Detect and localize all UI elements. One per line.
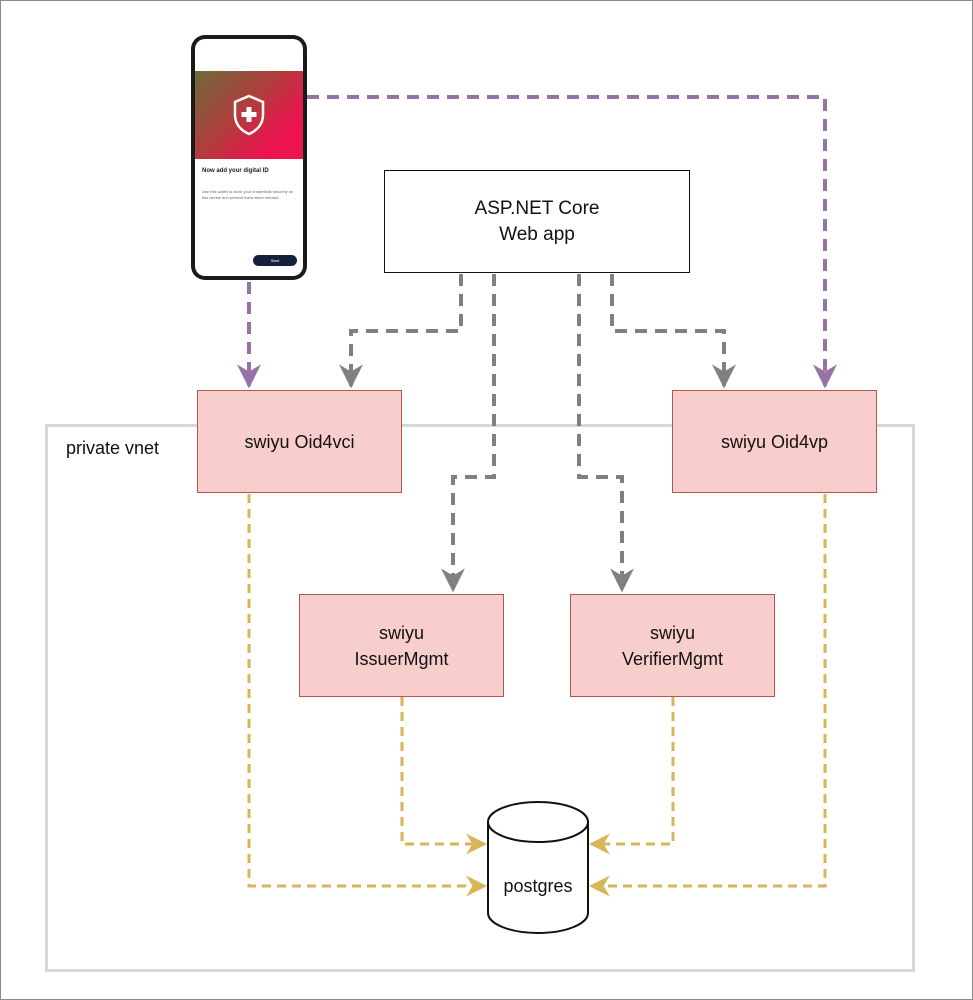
- wallet-phone: Now add your digital ID Use this wallet …: [191, 35, 307, 280]
- edge-webapp-oid4vci: [339, 274, 463, 389]
- private-vnet-label: private vnet: [66, 438, 160, 458]
- oid4vp-node: swiyu Oid4vp: [672, 390, 877, 493]
- edge-webapp-issuer: [441, 274, 496, 593]
- edge-phone-oid4vp: [307, 95, 837, 389]
- issuer-mgmt-node: swiyu IssuerMgmt: [299, 594, 504, 697]
- phone-title: Now add your digital ID: [202, 168, 269, 174]
- phone-hero-banner: [195, 71, 303, 159]
- edge-issuer-postgres: [400, 697, 488, 855]
- phone-start-button[interactable]: Start: [253, 255, 297, 266]
- issuer-mgmt-label: swiyu IssuerMgmt: [354, 622, 449, 669]
- phone-body: Use this wallet to store your credential…: [202, 189, 294, 200]
- shield-icon: [233, 94, 265, 136]
- verifier-mgmt-label: swiyu VerifierMgmt: [621, 622, 724, 669]
- postgres-cylinder: [487, 801, 589, 934]
- private-vnet-group: [45, 424, 915, 972]
- edge-oid4vp-postgres: [588, 494, 827, 897]
- edge-webapp-verifier: [577, 274, 634, 593]
- phone-screen: Now add your digital ID Use this wallet …: [195, 39, 303, 276]
- edge-verifier-postgres: [588, 697, 675, 855]
- webapp-node: ASP.NET Core Web app: [384, 170, 690, 273]
- verifier-mgmt-node: swiyu VerifierMgmt: [570, 594, 775, 697]
- webapp-label: ASP.NET Core Web app: [474, 197, 600, 245]
- oid4vci-label: swiyu Oid4vci: [244, 431, 355, 452]
- postgres-node: postgres: [488, 866, 588, 906]
- oid4vci-node: swiyu Oid4vci: [197, 390, 402, 493]
- edge-oid4vci-postgres: [247, 494, 488, 897]
- postgres-label: postgres: [503, 876, 573, 896]
- edge-webapp-oid4vp: [610, 274, 736, 389]
- oid4vp-label: swiyu Oid4vp: [720, 431, 829, 452]
